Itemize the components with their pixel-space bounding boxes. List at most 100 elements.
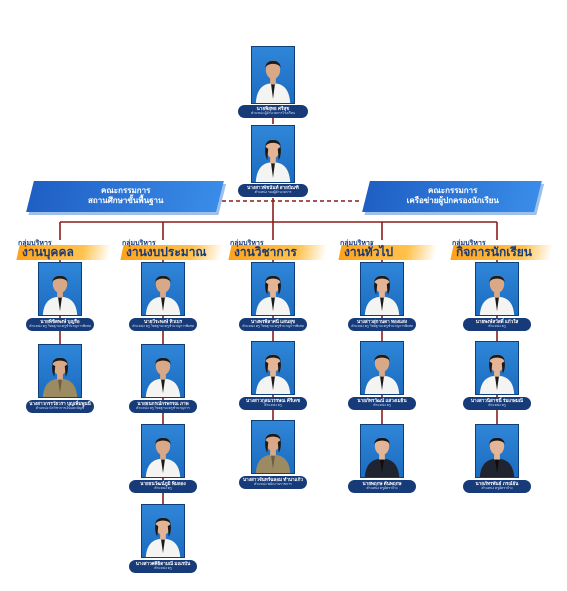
member-photo [251,420,295,474]
member-position: ตำแหน่ง ครู [373,403,391,408]
portrait-figure [145,517,181,557]
group-prefix: กลุ่มบริหาร [452,240,486,247]
portrait-figure [145,275,181,315]
portrait-figure [479,275,515,315]
deputy-director-name: นางสาวพัชนันท์ สายบัณฑิ [247,185,299,190]
member-photo [475,341,519,395]
member-photo [38,262,82,316]
member-position: ตำแหน่ง ครู [488,403,506,408]
member-position: ตำแหน่ง ครู วิทยฐานะครูชำนาญการพิเศษ [351,324,413,329]
member-position: ตำแหน่ง ครู วิทยฐานะครูชำนาญการพิเศษ [242,324,304,329]
member-position: ตำแหน่ง ครูอัตราจ้าง [366,486,398,491]
deputy-director-photo [251,125,295,183]
member-name: นายธนวัฒน์ภูมิ พิมลอง [140,481,186,486]
member-position: ตำแหน่ง ครู [154,566,172,571]
director-position: ตำแหน่ง ผู้อำนวยการโรงเรียน [251,111,295,116]
portrait-figure [255,354,291,394]
member-photo [360,262,404,316]
member-name: นางสาวสุกานดา ทองแสง [356,319,408,324]
group-prefix: กลุ่มบริหาร [122,240,156,247]
group-title: กิจการนักเรียน [456,245,532,259]
member-name-bar: นางสาวกรรวัยวรา บุญเพิ่มพูนนี ตำแหน่ง นั… [26,400,94,413]
member-name-bar: นายธนวัฒน์ภูมิ พิมลอง ตำแหน่ง ครู [129,480,197,493]
member-position: ตำแหน่ง ครู วิทยฐานะครูชำนาญการพิเศษ [29,324,91,329]
member-name-bar: นายพิชิตพงษ์ บุญรือ ตำแหน่ง ครู วิทยฐานะ… [26,318,94,331]
member-position: ตำแหน่ง ครู [488,324,506,329]
member-position: ตำแหน่ง พนักงานราชการ [254,482,292,487]
group-header-academic: กลุ่มบริหาร งานวิชาการ [228,238,328,260]
member-name-bar: นางสาวศศิธิดามณี มณรบัน ตำแหน่ง ครู [129,560,197,573]
portrait-figure [145,357,181,397]
member-photo [475,262,519,316]
group-title: งานบุคคล [22,245,74,259]
director-name-bar: นายพิสุทธ ศรีสุข ตำแหน่ง ผู้อำนวยการโรงเ… [238,105,308,118]
member-position: ตำแหน่ง ครู วิทยฐานะครูชำนาญการ [136,406,190,411]
member-name-bar: นางพรพิลาศนี แสนสุข ตำแหน่ง ครู วิทยฐานะ… [239,318,307,331]
member-photo [141,344,185,398]
member-name-bar: นายพงษ์สวัสดิ์ แก้วใส ตำแหน่ง ครู [463,318,531,331]
group-title: งานวิชาการ [234,245,297,259]
member-position: ตำแหน่ง ครู [154,486,172,491]
member-name: นางสาวกรรวัยวรา บุญเพิ่มพูนนี [29,401,91,406]
group-prefix: กลุ่มบริหาร [18,240,52,247]
group-header-general: กลุ่มบริหาร งานทั่วไป [338,238,438,260]
group-header-student-affairs: กลุ่มบริหาร กิจการนักเรียน [450,238,554,260]
group-prefix: กลุ่มบริหาร [340,240,374,247]
member-name-bar: นายธนกรณ์กรพรรณ ภาพ ตำแหน่ง ครู วิทยฐานะ… [129,400,197,413]
member-name: นางสาวจันทร์ฉลอม ทำนาแก้ว [243,477,303,482]
member-name: นายพิชิตพงษ์ บุญรือ [40,319,80,324]
member-name-bar: นายภัทรพันธ์ ภรณ์ธัน ตำแหน่ง ครูอัตราจ้า… [463,480,531,493]
member-photo [141,262,185,316]
member-name: นางสาวนิสาชนิ์ ร่มเกษมณี [470,398,524,403]
member-photo [141,424,185,478]
member-photo [251,341,295,395]
deputy-director-name-bar: นางสาวพัชนันท์ สายบัณฑิ ตำแหน่ง รองผู้อำ… [238,184,308,197]
committee-parent-network: คณะกรรมการ เครือข่ายผู้ปกครองนักเรียน [362,181,542,212]
committee-basic-education-board: คณะกรรมการ สถานศึกษาขั้นพื้นฐาน [26,181,224,212]
group-prefix: กลุ่มบริหาร [230,240,264,247]
member-photo [251,262,295,316]
group-title: งานงบประมาณ [126,245,207,259]
member-position: ตำแหน่ง ครู วิทยฐานะครูชำนาญการพิเศษ [132,324,194,329]
member-name: นายพงษ์สวัสดิ์ แก้วใส [475,319,519,324]
member-name: นางสาวศศิธิดามณี มณรบัน [135,561,191,566]
portrait-figure [42,275,78,315]
group-header-personnel: กลุ่มบริหาร งานบุคคล [16,238,112,260]
portrait-figure [364,275,400,315]
member-photo [475,424,519,478]
committee-left-line2: สถานศึกษาขั้นพื้นฐาน [88,196,164,205]
portrait-figure [145,437,181,477]
member-name-bar: นางสาวนิสาชนิ์ ร่มเกษมณี ตำแหน่ง ครู [463,397,531,410]
portrait-figure [364,354,400,394]
member-position: ตำแหน่ง ครู [264,403,282,408]
member-name-bar: นางสาวจันทร์ฉลอม ทำนาแก้ว ตำแหน่ง พนักงา… [239,476,307,489]
member-name: นางพรพิลาศนี แสนสุข [250,319,296,324]
group-title: งานทั่วไป [344,245,394,259]
member-name-bar: นางสาวกุลนวรรษณ คีรีเดช ตำแหน่ง ครู [239,397,307,410]
committee-right-line2: เครือข่ายผู้ปกครองนักเรียน [406,196,499,205]
portrait-figure [479,354,515,394]
member-name-bar: นายภัทรวัฒน์ แสวงเมธิน ตำแหน่ง ครู [348,397,416,410]
member-name: นางสาวกุลนวรรษณ คีรีเดช [246,398,300,403]
member-name-bar: นายพฤกษ ต้นพฤกษ ตำแหน่ง ครูอัตราจ้าง [348,480,416,493]
portrait-figure [255,60,291,103]
member-photo [360,341,404,395]
member-name: นายพฤกษ ต้นพฤกษ [362,481,402,486]
portrait-figure [479,437,515,477]
portrait-figure [42,357,78,397]
director-name: นายพิสุทธ ศรีสุข [256,106,290,111]
member-name: นายภัทรวัฒน์ แสวงเมธิน [357,398,407,403]
member-photo [38,344,82,398]
member-name: นายวีระพงษ์ ทิวเบร [143,319,183,324]
portrait-figure [364,437,400,477]
portrait-figure [255,433,291,473]
deputy-director-position: ตำแหน่ง รองผู้อำนวยการ [254,190,292,195]
portrait-figure [255,139,291,182]
member-name: นายภัทรพันธ์ ภรณ์ธัน [475,481,519,486]
member-position: ตำแหน่ง นักวิชาการเงินและบัญชี [35,406,85,411]
member-name-bar: นายวีระพงษ์ ทิวเบร ตำแหน่ง ครู วิทยฐานะค… [129,318,197,331]
portrait-figure [255,275,291,315]
committee-right-line1: คณะกรรมการ [428,186,478,195]
member-position: ตำแหน่ง ครูอัตราจ้าง [481,486,513,491]
committee-left-line1: คณะกรรมการ [101,186,151,195]
